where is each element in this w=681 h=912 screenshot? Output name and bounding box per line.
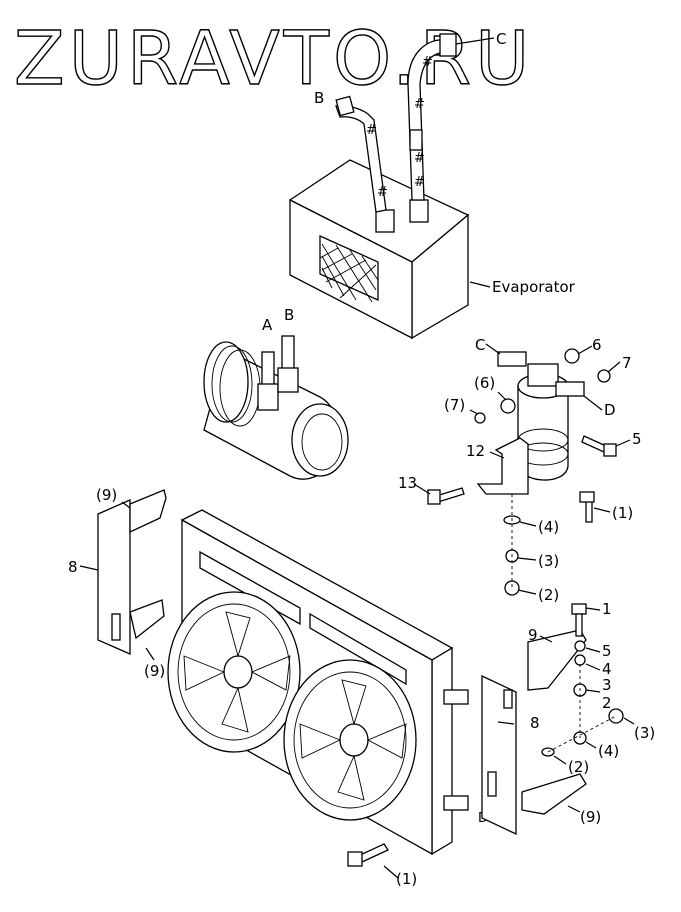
hose-c-label: C — [496, 30, 506, 48]
hose-b-label: B — [314, 89, 324, 107]
hose-b: # # B — [314, 89, 388, 213]
callout-7-paren: (7) — [444, 396, 465, 414]
port-b-label: B — [284, 306, 294, 324]
callout-2-paren-top: (2) — [538, 586, 559, 604]
callout-labels: 6 7 (6) (7) 5 12 13 (1) (4) (3) (2) (9) … — [68, 336, 655, 888]
callout-8-right: 8 — [530, 714, 540, 732]
callout-12: 12 — [466, 442, 485, 460]
hose-c: # # # # C — [407, 30, 506, 201]
callout-9-paren-left-top: (9) — [96, 486, 117, 504]
leader-lines — [79, 345, 635, 879]
callout-9-paren-left-bottom: (9) — [144, 662, 165, 680]
bracket-right — [481, 629, 587, 836]
dryer-d-label: D — [604, 401, 616, 419]
svg-text:#: # — [422, 55, 433, 70]
bracket-left — [97, 489, 167, 655]
callout-3-right: 3 — [602, 676, 612, 694]
callout-3-paren-right: (3) — [634, 724, 655, 742]
callout-1-paren-bottom: (1) — [396, 870, 417, 888]
compressor: A B — [203, 306, 349, 480]
callout-6-paren: (6) — [474, 374, 495, 392]
dryer-c-label: C — [475, 336, 485, 354]
callout-4-paren-top: (4) — [538, 518, 559, 536]
callout-1-paren-top: (1) — [612, 504, 633, 522]
callout-5: 5 — [632, 430, 642, 448]
receiver-dryer: C D — [427, 336, 617, 596]
right-hardware — [347, 603, 624, 867]
callout-4-paren-right: (4) — [598, 742, 619, 760]
callout-2-right: 2 — [602, 694, 612, 712]
callout-6: 6 — [592, 336, 602, 354]
condenser-assembly: A D — [167, 509, 493, 856]
callout-8-left: 8 — [68, 558, 78, 576]
callout-9-right: 9 — [528, 626, 538, 644]
callout-4-right: 4 — [602, 660, 612, 678]
callout-2-paren-right: (2) — [568, 758, 589, 776]
callout-9-paren-right-bottom: (9) — [580, 808, 601, 826]
fan-right — [283, 659, 417, 821]
evaporator-grille — [319, 234, 379, 303]
svg-text:#: # — [414, 151, 425, 166]
evaporator-unit: Evaporator — [288, 159, 576, 340]
port-a-label: A — [262, 316, 273, 334]
callout-5-right: 5 — [602, 642, 612, 660]
svg-text:#: # — [414, 175, 425, 190]
callout-3-paren-top: (3) — [538, 552, 559, 570]
svg-text:#: # — [366, 123, 377, 138]
callout-1-right: 1 — [602, 600, 612, 618]
svg-text:#: # — [377, 185, 388, 200]
fan-left — [167, 591, 301, 753]
callout-7: 7 — [622, 354, 632, 372]
svg-text:#: # — [414, 97, 425, 112]
watermark-text: ZURAVTO.RU — [14, 16, 533, 102]
evaporator-label: Evaporator — [492, 278, 576, 296]
callout-13: 13 — [398, 474, 417, 492]
